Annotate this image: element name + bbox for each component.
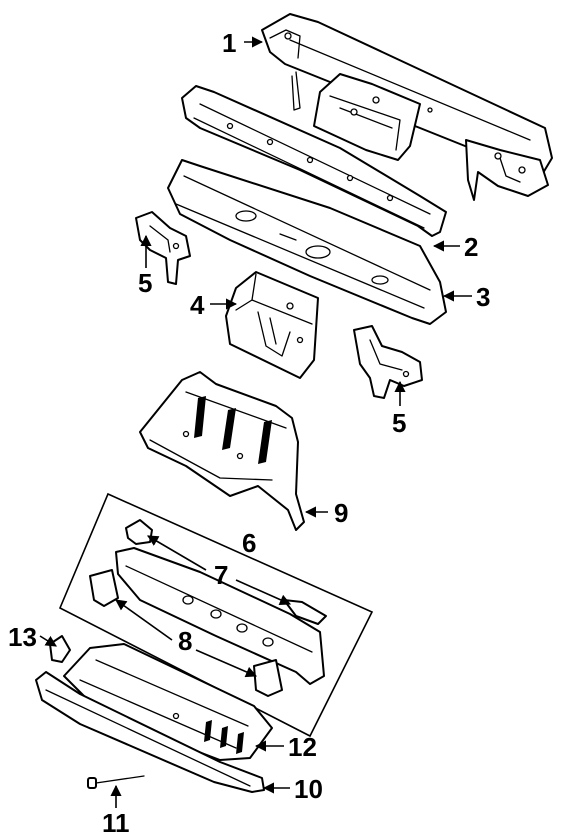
callout-3: 3 — [476, 282, 490, 312]
part-9-splash-shield — [139, 371, 305, 531]
callout-11: 11 — [102, 808, 130, 837]
leader-7a — [147, 535, 207, 571]
callout-8: 8 — [178, 626, 192, 656]
callout-2: 2 — [464, 232, 478, 262]
callout-4: 4 — [190, 290, 205, 320]
callout-13: 13 — [8, 622, 37, 652]
part-6-group-frame — [58, 492, 374, 738]
part-2-upper-tie-bar — [181, 85, 447, 237]
callout-5-left: 5 — [138, 268, 152, 298]
part-6-lower-crossmember — [115, 547, 325, 685]
callout-10: 10 — [294, 774, 323, 804]
part-4-center-bracket — [225, 271, 319, 379]
part-8-brackets — [89, 569, 283, 697]
part-5-right-bracket — [353, 325, 423, 399]
part-13-push-clip — [49, 635, 71, 663]
callout-12: 12 — [288, 732, 317, 762]
leader-7b — [235, 579, 292, 606]
callout-5-right: 5 — [392, 408, 406, 438]
callout-9: 9 — [334, 498, 348, 528]
part-1-cowl-panel — [261, 13, 553, 201]
part-3-lower-tie-bar — [167, 159, 447, 325]
leader-13 — [39, 635, 57, 647]
leader-8a — [115, 599, 173, 641]
callout-7: 7 — [214, 560, 228, 590]
leader-8b — [195, 649, 258, 678]
part-11-bolt — [87, 775, 145, 789]
part-5-left-bracket — [135, 211, 191, 285]
callout-1: 1 — [222, 28, 236, 58]
callout-6: 6 — [242, 528, 256, 558]
part-12-lower-tray — [63, 643, 273, 761]
